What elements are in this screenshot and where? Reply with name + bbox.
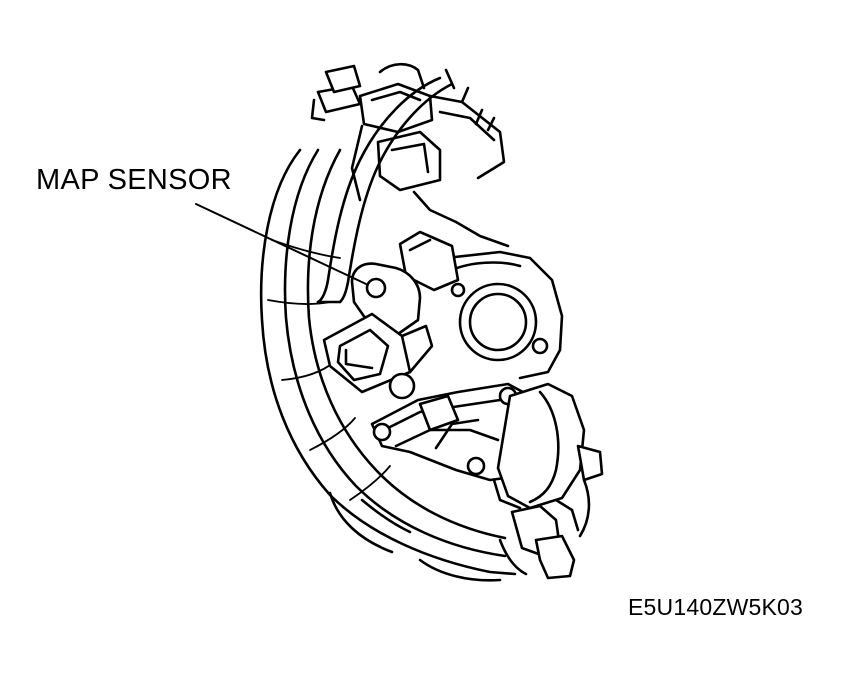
map-sensor-leader-line <box>195 203 367 285</box>
map-sensor-label: MAP SENSOR <box>36 164 232 196</box>
map-sensor <box>322 262 434 394</box>
upper-bracket-assembly <box>310 62 510 248</box>
manifold-outer-shell <box>259 148 517 582</box>
figure-code: E5U140ZW5K03 <box>628 594 803 620</box>
throttle-body-housing <box>398 230 564 380</box>
vacuum-hoses <box>316 68 456 304</box>
idle-air-control-valve <box>370 372 604 510</box>
lower-hose-connections <box>498 478 591 580</box>
